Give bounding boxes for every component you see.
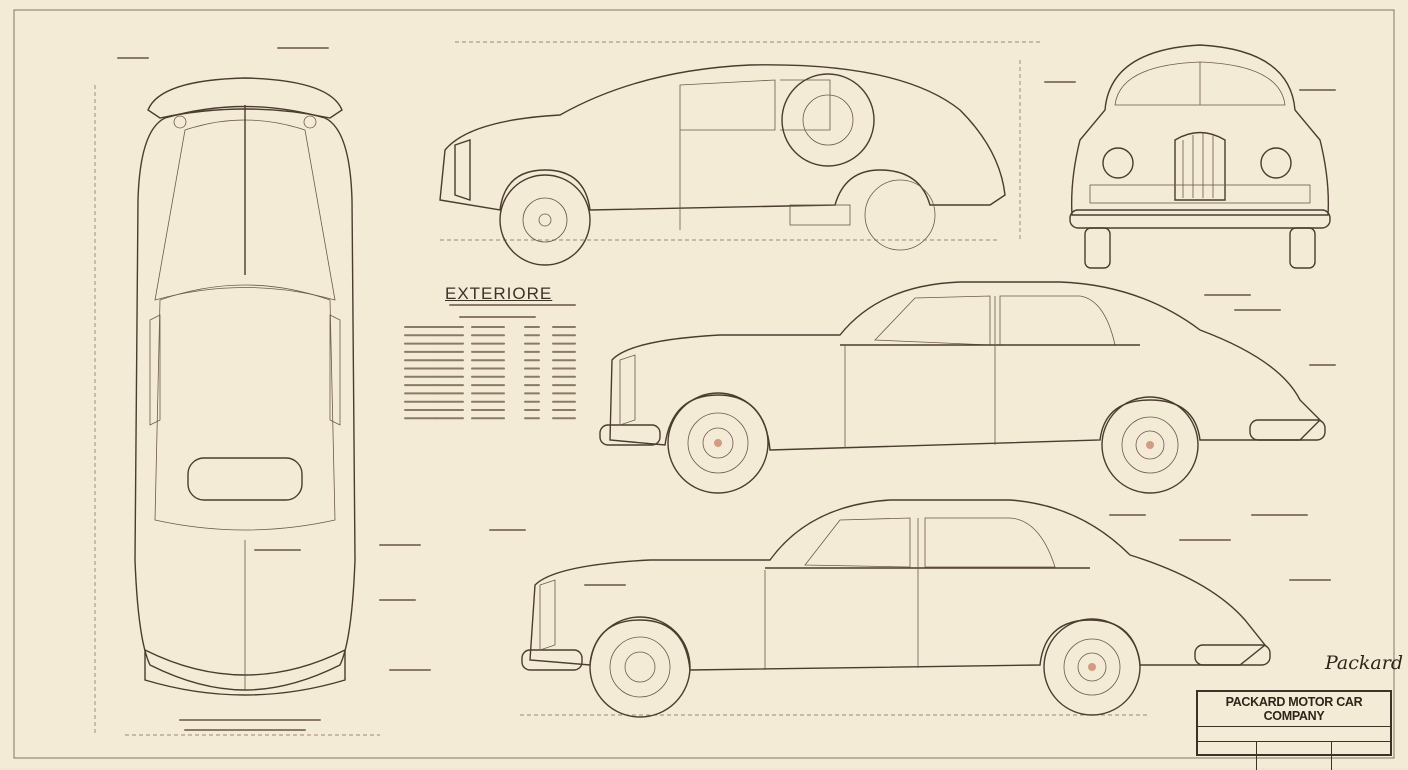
company-name: PACKARD MOTOR CAR COMPANY (1198, 692, 1390, 727)
title-block-cell (1332, 742, 1390, 770)
side-view-sectional-car (439, 41, 1040, 266)
title-block-cell (1198, 742, 1257, 770)
section-title: EXTERIORE (445, 284, 553, 303)
title-block-cell (1257, 742, 1333, 770)
spec-table-illegible (404, 304, 576, 420)
title-block-row (1198, 727, 1390, 742)
annotation-callouts (117, 47, 1336, 731)
signature: Packard (1325, 652, 1403, 674)
side-view-car-lower (520, 499, 1271, 718)
front-view-car (1069, 44, 1331, 269)
title-block-row (1198, 742, 1390, 770)
top-view-car (94, 77, 380, 736)
sheet-border (13, 9, 1395, 759)
title-block: PACKARD MOTOR CAR COMPANY (1196, 690, 1392, 770)
side-view-car-upper (599, 281, 1326, 494)
